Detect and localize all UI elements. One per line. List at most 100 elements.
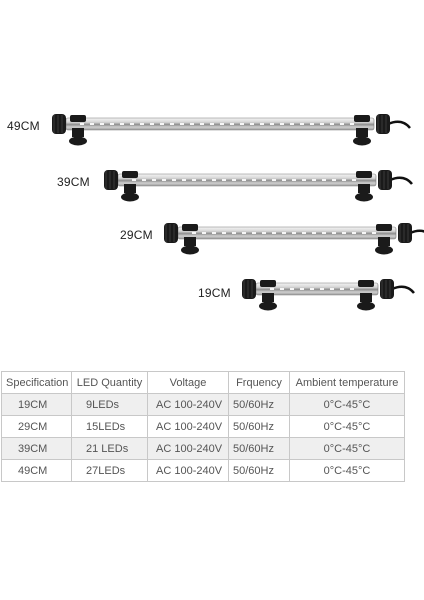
- header-voltage: Voltage: [147, 371, 229, 394]
- end-cap: [378, 170, 392, 190]
- suction-cup: [181, 245, 199, 255]
- clip: [122, 171, 138, 178]
- led-dot: [220, 123, 224, 125]
- led-dot: [160, 123, 164, 125]
- size-label-19cm: 19CM: [198, 286, 231, 300]
- cell-temperature: 0°C-45°C: [289, 393, 405, 416]
- cell-specification: 49CM: [1, 459, 72, 482]
- led-dot: [142, 179, 146, 181]
- end-cap: [104, 170, 118, 190]
- led-dot: [340, 288, 344, 290]
- led-dot: [252, 179, 256, 181]
- power-cable: [409, 229, 424, 235]
- power-cable: [389, 176, 413, 185]
- table-row: 39CM 21 LEDs AC 100-240V 50/60Hz 0°C-45°…: [1, 437, 405, 460]
- cell-led-quantity: 9LEDs: [71, 393, 148, 416]
- led-dot: [282, 179, 286, 181]
- table-row: 49CM 27LEDs AC 100-240V 50/60Hz 0°C-45°C: [1, 459, 405, 482]
- led-dot: [300, 288, 304, 290]
- end-cap: [376, 114, 390, 134]
- header-specification: Specification: [1, 371, 72, 394]
- led-dot: [270, 288, 274, 290]
- power-cable: [387, 120, 411, 129]
- led-dot: [242, 232, 246, 234]
- led-dot: [230, 123, 234, 125]
- led-dot: [170, 123, 174, 125]
- header-frequency: Frquency: [228, 371, 290, 394]
- clip: [356, 171, 372, 178]
- cell-led-quantity: 27LEDs: [71, 459, 148, 482]
- led-dot: [282, 232, 286, 234]
- cell-frequency: 50/60Hz: [228, 459, 290, 482]
- led-dot: [350, 288, 354, 290]
- led-dot: [280, 288, 284, 290]
- led-dot: [352, 232, 356, 234]
- bracket: [360, 293, 372, 302]
- cell-voltage: AC 100-240V: [147, 415, 229, 438]
- led-dot: [90, 123, 94, 125]
- bracket: [72, 128, 84, 137]
- cell-temperature: 0°C-45°C: [289, 437, 405, 460]
- led-dot: [200, 123, 204, 125]
- led-dot: [222, 232, 226, 234]
- header-ambient-temperature: Ambient temperature: [289, 371, 405, 394]
- clip: [354, 115, 370, 122]
- led-dot: [310, 123, 314, 125]
- led-dot: [292, 232, 296, 234]
- led-dot: [330, 288, 334, 290]
- clip: [260, 280, 276, 287]
- cell-temperature: 0°C-45°C: [289, 459, 405, 482]
- end-cap: [398, 223, 412, 243]
- led-dot: [212, 232, 216, 234]
- led-dot: [250, 123, 254, 125]
- led-dot: [262, 232, 266, 234]
- size-label-49cm: 49CM: [7, 119, 40, 133]
- light-bar-49cm: [52, 114, 411, 146]
- led-dot: [320, 288, 324, 290]
- led-dot: [172, 179, 176, 181]
- cell-frequency: 50/60Hz: [228, 393, 290, 416]
- suction-cup: [357, 301, 375, 311]
- light-bar-19cm: [242, 279, 415, 311]
- suction-cup: [121, 192, 139, 202]
- size-label-29cm: 29CM: [120, 228, 153, 242]
- cell-voltage: AC 100-240V: [147, 437, 229, 460]
- led-dot: [260, 123, 264, 125]
- led-dot: [100, 123, 104, 125]
- led-dot: [212, 179, 216, 181]
- suction-cup: [355, 192, 373, 202]
- header-led-quantity: LED Quantity: [71, 371, 148, 394]
- cell-led-quantity: 21 LEDs: [71, 437, 148, 460]
- led-dot: [180, 123, 184, 125]
- suction-cup: [259, 301, 277, 311]
- led-dot: [240, 123, 244, 125]
- led-dot: [322, 179, 326, 181]
- led-dot: [162, 179, 166, 181]
- led-dot: [202, 232, 206, 234]
- led-dot: [312, 179, 316, 181]
- led-dot: [312, 232, 316, 234]
- led-dot: [252, 232, 256, 234]
- led-dot: [190, 123, 194, 125]
- led-dot: [290, 123, 294, 125]
- suction-cup: [353, 136, 371, 146]
- cell-specification: 29CM: [1, 415, 72, 438]
- table-row: 29CM 15LEDs AC 100-240V 50/60Hz 0°C-45°C: [1, 415, 405, 438]
- led-dot: [272, 179, 276, 181]
- led-dot: [152, 179, 156, 181]
- led-dot: [342, 179, 346, 181]
- led-dot: [132, 179, 136, 181]
- suction-cup: [375, 245, 393, 255]
- bracket: [184, 237, 196, 246]
- led-dot: [342, 232, 346, 234]
- clip: [182, 224, 198, 231]
- table-header-row: Specification LED Quantity Voltage Frque…: [1, 371, 405, 394]
- led-dot: [232, 179, 236, 181]
- size-label-39cm: 39CM: [57, 175, 90, 189]
- end-cap: [164, 223, 178, 243]
- end-cap: [52, 114, 66, 134]
- spec-table: Specification LED Quantity Voltage Frque…: [1, 371, 405, 482]
- led-dot: [210, 123, 214, 125]
- suction-cup: [69, 136, 87, 146]
- led-dot: [290, 288, 294, 290]
